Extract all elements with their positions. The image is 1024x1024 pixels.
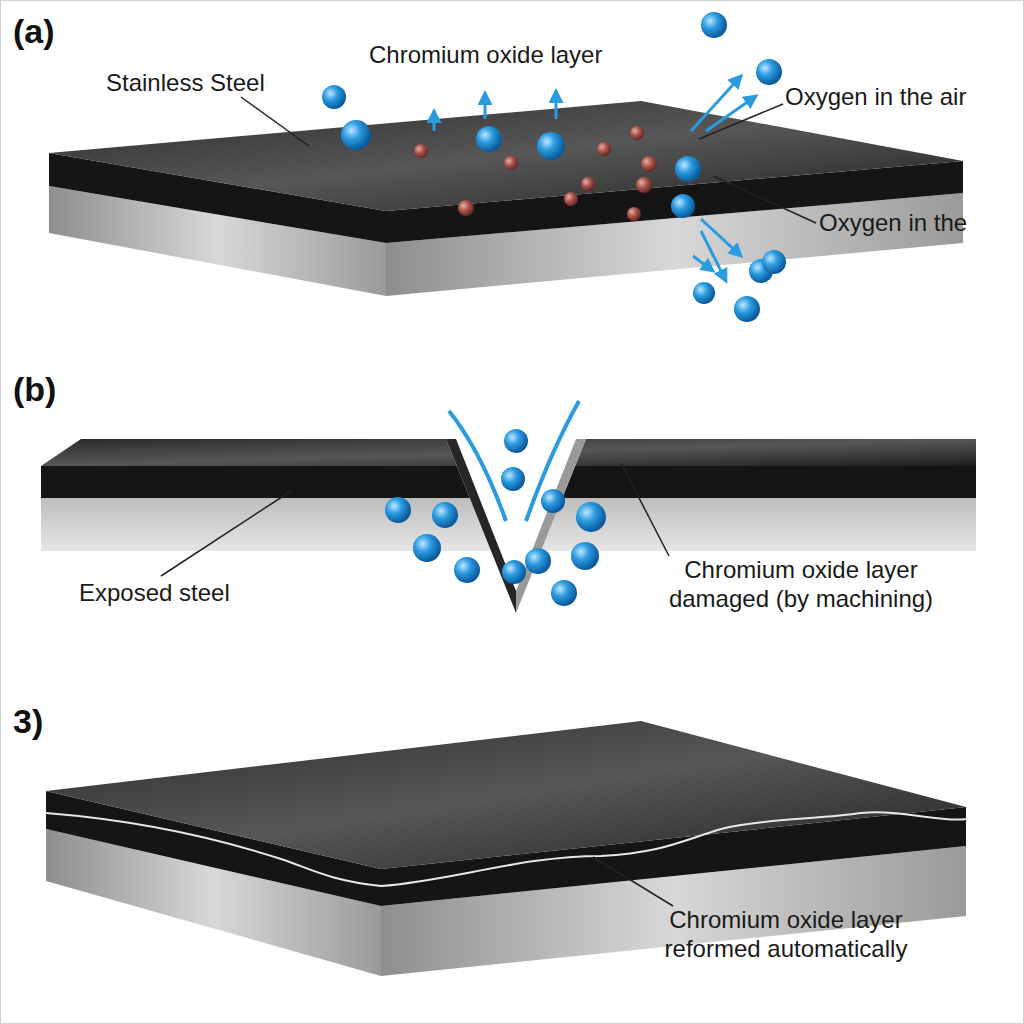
part-label: Chromium oxide layer [369,41,602,70]
panel-letter: (a) [13,11,55,52]
panel-letter: (b) [13,369,56,410]
slab-c [46,721,966,976]
part-label: Oxygen in the [819,209,967,238]
panel-letter: 3) [13,701,43,742]
slab-a [49,12,963,322]
part-label: Chromium oxide layer reformed automatica… [626,906,946,964]
part-label: Stainless Steel [106,69,265,98]
part-label: Chromium oxide layer damaged (by machini… [641,556,961,614]
slab-b [41,401,976,613]
part-label: Exposed steel [79,579,230,608]
part-label: Oxygen in the air [785,83,966,112]
